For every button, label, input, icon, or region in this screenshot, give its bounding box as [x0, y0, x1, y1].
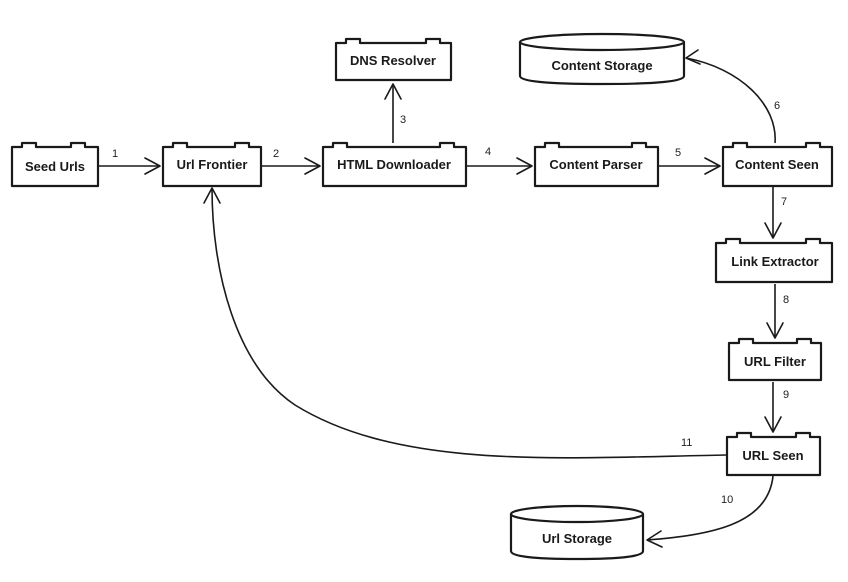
- edge-1-arrowhead: [144, 157, 161, 175]
- node-dns-resolver: DNS Resolver: [334, 37, 453, 82]
- edge-label-7: 7: [781, 196, 787, 208]
- edge-labels: 1 2 3 4 5 6 7 8 9 10 11: [112, 100, 789, 506]
- edge-label-5: 5: [675, 147, 681, 159]
- edge-11: [211, 187, 727, 459]
- node-content-seen-shape: [721, 141, 834, 188]
- node-content-storage-body: [518, 42, 686, 86]
- edge-6: [685, 57, 776, 144]
- node-content-seen: Content Seen: [721, 141, 834, 188]
- node-content-parser-label: Content Parser: [549, 157, 642, 172]
- edge-3-arrowhead: [384, 83, 402, 100]
- edge-9-arrowhead: [764, 416, 782, 433]
- edge-11-arrowhead: [203, 187, 221, 204]
- node-content-parser-shape: [533, 141, 660, 188]
- node-url-frontier-shape: [161, 141, 263, 188]
- edge-label-2: 2: [273, 148, 279, 160]
- edge-2-arrowhead: [304, 157, 321, 175]
- edge-8-arrowhead: [766, 322, 784, 339]
- node-link-extractor: Link Extractor: [714, 237, 834, 284]
- edge-10: [646, 475, 774, 541]
- node-dns-resolver-label: DNS Resolver: [350, 53, 436, 68]
- edge-label-4: 4: [485, 146, 491, 158]
- node-url-storage-top: [509, 504, 645, 524]
- edges: [98, 49, 784, 548]
- node-url-storage: Url Storage: [509, 504, 645, 561]
- edge-4-arrowhead: [516, 157, 533, 175]
- edge-label-1: 1: [112, 148, 118, 160]
- node-url-frontier: Url Frontier: [161, 141, 263, 188]
- node-html-downloader: HTML Downloader: [321, 141, 468, 188]
- node-content-storage-top: [518, 32, 686, 52]
- nodes: Seed Urls Url Frontier HTML Downloader D…: [10, 32, 834, 561]
- node-url-seen-label: URL Seen: [742, 448, 803, 463]
- node-url-storage-body: [509, 514, 645, 561]
- node-link-extractor-shape: [714, 237, 834, 284]
- edge-7-arrowhead: [764, 222, 782, 239]
- node-url-frontier-label: Url Frontier: [177, 157, 248, 172]
- node-content-seen-label: Content Seen: [735, 157, 819, 172]
- node-url-filter-label: URL Filter: [744, 354, 806, 369]
- node-url-filter-shape: [727, 337, 823, 382]
- node-content-storage: Content Storage: [518, 32, 686, 86]
- node-url-storage-label: Url Storage: [542, 531, 612, 546]
- edge-label-10: 10: [721, 494, 733, 506]
- edge-10-arrowhead: [646, 530, 663, 548]
- node-link-extractor-label: Link Extractor: [731, 254, 818, 269]
- node-seed-urls-shape: [10, 141, 100, 188]
- node-seed-urls-label: Seed Urls: [25, 159, 85, 174]
- edge-6-arrowhead: [685, 49, 701, 65]
- node-url-seen-shape: [725, 431, 822, 477]
- node-url-filter: URL Filter: [727, 337, 823, 382]
- edge-label-6: 6: [774, 100, 780, 112]
- edge-label-3: 3: [400, 114, 406, 126]
- node-dns-resolver-shape: [334, 37, 453, 82]
- node-seed-urls: Seed Urls: [10, 141, 100, 188]
- edge-label-11: 11: [681, 437, 692, 449]
- edge-5-arrowhead: [704, 157, 721, 175]
- node-url-seen: URL Seen: [725, 431, 822, 477]
- node-content-parser: Content Parser: [533, 141, 660, 188]
- edge-label-8: 8: [783, 294, 789, 306]
- edge-label-9: 9: [783, 389, 789, 401]
- node-html-downloader-label: HTML Downloader: [337, 157, 451, 172]
- node-html-downloader-shape: [321, 141, 468, 188]
- node-content-storage-label: Content Storage: [551, 58, 652, 73]
